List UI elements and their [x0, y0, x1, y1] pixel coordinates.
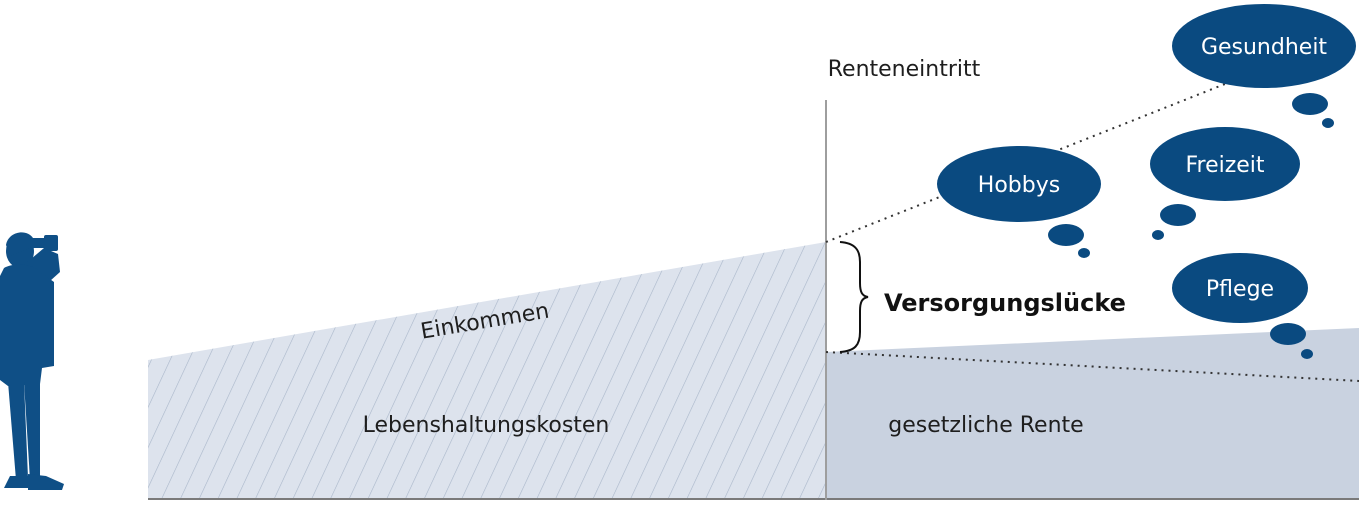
income-trend-dotted — [825, 83, 1226, 243]
pension-gap-label: Versorgungslücke — [884, 289, 1126, 317]
thought-bubble-gesundheit: Gesundheit — [1172, 4, 1356, 128]
thought-bubble-pflege: Pflege — [1172, 253, 1313, 359]
thought-bubble-hobbys: Hobbys — [937, 146, 1101, 258]
statutory-pension-label: gesetzliche Rente — [888, 413, 1083, 438]
living-costs-hatch — [148, 242, 826, 500]
bubble-gesundheit-text: Gesundheit — [1201, 35, 1327, 60]
thought-bubble-freizeit: Freizeit — [1150, 127, 1300, 240]
bubble-hobbys-text: Hobbys — [978, 173, 1060, 198]
living-costs-label: Lebenshaltungskosten — [363, 413, 610, 438]
bubble-pflege-text: Pflege — [1206, 277, 1274, 302]
man-with-binoculars-icon — [0, 232, 64, 490]
pension-gap-bracket — [839, 241, 869, 353]
retirement-start-label: Renteneintritt — [828, 57, 981, 82]
bubble-freizeit-text: Freizeit — [1185, 153, 1264, 178]
pension-trend-dotted — [825, 351, 1359, 382]
pension-area — [826, 328, 1359, 500]
